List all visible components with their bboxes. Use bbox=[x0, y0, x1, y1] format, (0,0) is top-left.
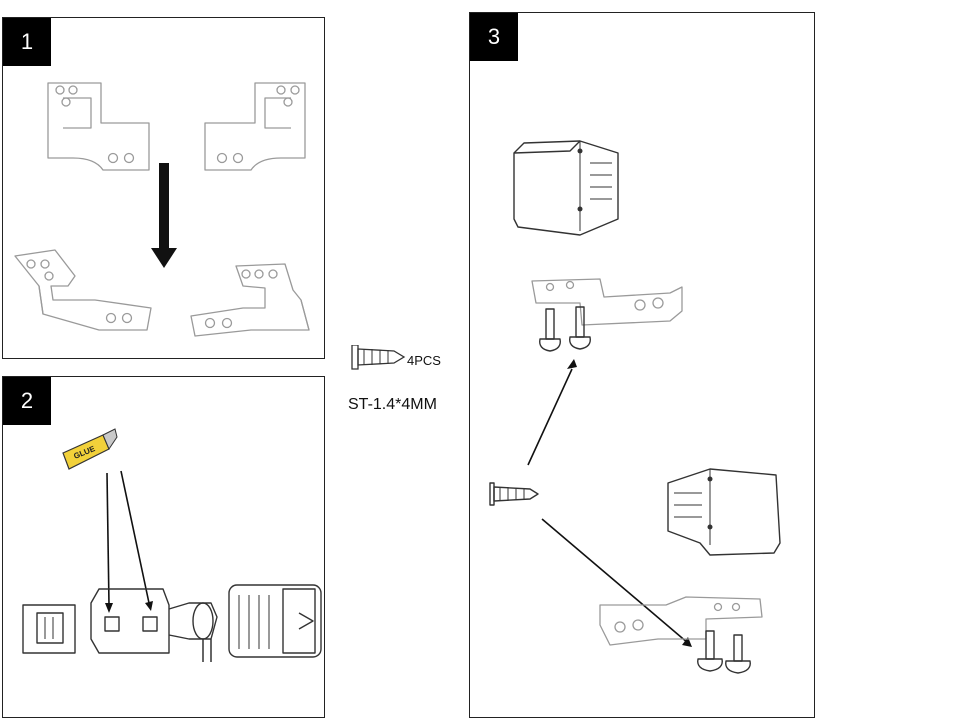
screw-spec: ST-1.4*4MM bbox=[348, 396, 437, 413]
screw-legend-icon bbox=[351, 345, 406, 370]
glue-tube-icon: GLUE bbox=[62, 428, 118, 470]
left-bracket-bent-icon bbox=[14, 249, 152, 331]
screw-pair-bottom-icon bbox=[697, 630, 751, 674]
step-number-badge: 2 bbox=[3, 377, 51, 425]
down-arrow-icon bbox=[151, 163, 177, 268]
step-2-panel: 2 GLUE bbox=[2, 376, 325, 718]
light-pod-icon bbox=[228, 584, 322, 658]
left-bracket-flat-icon bbox=[47, 82, 150, 171]
bracket-bottom-icon bbox=[599, 596, 763, 646]
install-arrows bbox=[527, 359, 692, 647]
screw-quantity: 4PCS bbox=[407, 353, 441, 368]
light-pod-bottom-icon bbox=[667, 468, 781, 556]
right-bracket-flat-icon bbox=[204, 82, 306, 171]
screw-single-icon bbox=[489, 482, 539, 506]
step-1-panel: 1 bbox=[2, 17, 325, 359]
step-number-badge: 1 bbox=[3, 18, 51, 66]
glue-arrows bbox=[105, 470, 153, 613]
light-mount-housing-icon bbox=[90, 588, 218, 662]
step-number-badge: 3 bbox=[470, 13, 518, 61]
step-2-illustration: GLUE bbox=[22, 428, 322, 662]
step-3-illustration bbox=[489, 140, 781, 674]
step-3-panel: 3 bbox=[469, 12, 815, 718]
connector-block-icon bbox=[22, 604, 76, 654]
step-1-illustration bbox=[14, 82, 310, 337]
light-pod-top-icon bbox=[513, 140, 619, 236]
screw-pair-top-icon bbox=[539, 306, 591, 352]
bracket-top-icon bbox=[531, 278, 683, 326]
right-bracket-bent-icon bbox=[190, 263, 310, 337]
